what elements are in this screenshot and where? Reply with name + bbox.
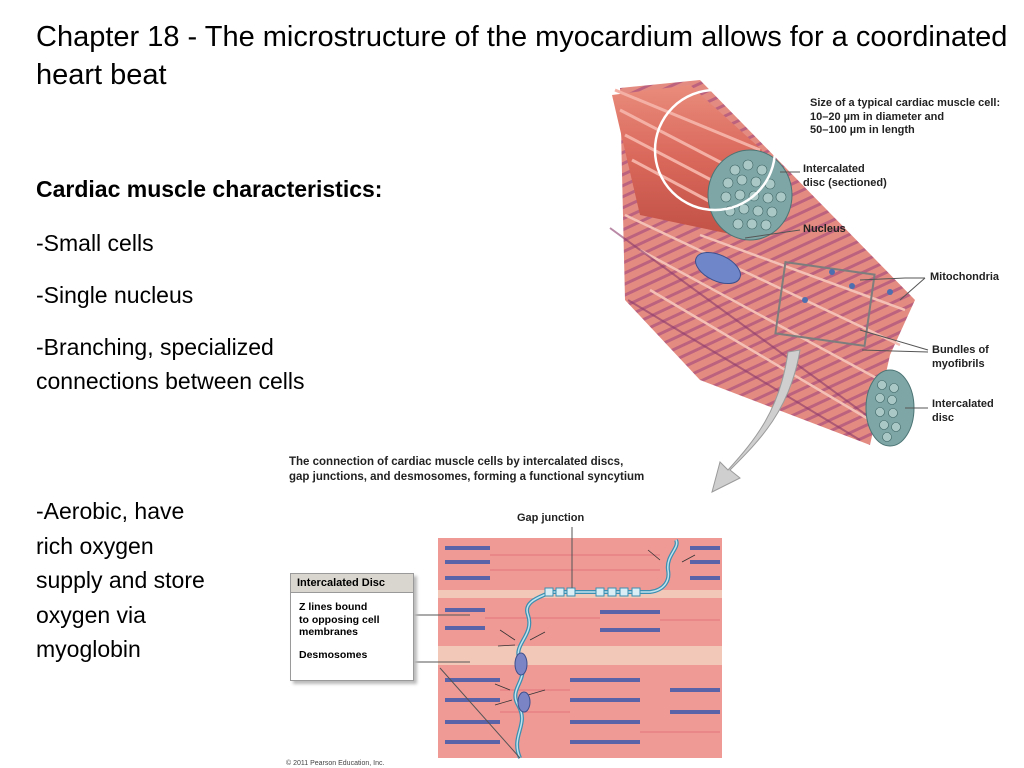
label-nucleus: Nucleus [803,223,846,235]
figure-caption: The connection of cardiac muscle cells b… [289,456,645,483]
label-disc-sectioned: Intercalated disc (sectioned) [803,163,887,189]
bullet-aerobic: -Aerobic, have rich oxygen supply and st… [36,498,205,662]
slide-title: Chapter 18 - The microstructure of the m… [36,21,1008,91]
label-intercalated-disc: Intercalated disc [932,398,994,424]
inset-heading: Intercalated Disc [291,574,413,593]
bullet-small-cells: -Small cells [36,230,154,256]
label-gap-junction: Gap junction [517,512,585,524]
intercalated-disc-inset: Intercalated Disc Z lines bound to oppos… [290,573,414,681]
intercalated-disc-diagram [412,527,722,759]
cardiac-muscle-3d-illustration [609,80,929,493]
inset-item-desmosomes: Desmosomes [299,648,368,661]
copyright-notice: © 2011 Pearson Education, Inc. [286,760,385,767]
label-myofibrils: Bundles of myofibrils [932,344,989,370]
bullet-single-nucleus: -Single nucleus [36,282,194,308]
inset-item-z-lines: Z lines bound to opposing cell membranes [299,601,380,638]
bullet-branching: -Branching, specialized connections betw… [36,334,305,394]
slide-subtitle: Cardiac muscle characteristics: [36,176,383,202]
label-cell-size: Size of a typical cardiac muscle cell: 1… [810,97,1001,136]
label-mitochondria: Mitochondria [930,271,1000,283]
